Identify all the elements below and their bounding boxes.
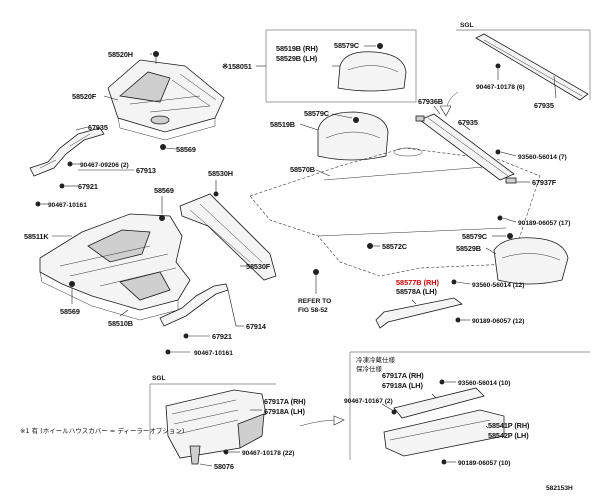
floor-pan-58510B[interactable] <box>39 213 191 321</box>
label-58572C: 58572C <box>382 242 408 251</box>
bolt-90467-10178-6 <box>495 63 501 69</box>
label-67917A-RH-right: 67917A (RH) <box>382 371 424 380</box>
label-67918A-LH-left: 67918A (LH) <box>264 407 305 416</box>
wheelhouse-cover-58519B[interactable] <box>317 111 389 161</box>
scuff-plate-67935-sgl[interactable] <box>475 33 589 101</box>
label-58076: 58076 <box>214 462 234 471</box>
label-58520H: 58520H <box>108 50 133 59</box>
note-dealer-option: ※1 有 (ホイールハウスカバー = ディーラーオプション) <box>20 426 184 435</box>
clip-67936B <box>415 115 425 122</box>
label-67936B: 67936B <box>418 97 443 106</box>
clip-58572C <box>367 243 373 249</box>
label-refer-fig[interactable]: FIG 58-52 <box>298 307 328 314</box>
label-58577B-RH[interactable]: 58577B (RH) <box>396 278 440 287</box>
label-93560-56014-7: 93560-56014 (7) <box>518 154 567 161</box>
label-jp-header-2: 保冷仕様 <box>356 364 383 373</box>
label-90467-10178-6: 90467-10178 (6) <box>476 84 525 91</box>
bolt-90189-06057-10 <box>441 459 447 465</box>
label-58579C-mid: 58579C <box>304 109 330 118</box>
label-67935-mid: 67935 <box>458 118 478 127</box>
clip-58569-mid <box>159 215 165 221</box>
bolt-90467-10161-bot <box>165 349 171 355</box>
label-58569-top: 58569 <box>176 145 196 154</box>
bolt-58579C-right <box>507 233 513 239</box>
label-67918A-LH-right: 67918A (LH) <box>382 381 423 390</box>
wheelhouse-cover-58519B-option[interactable] <box>337 51 407 92</box>
label-90467-09206: 90467-09206 (2) <box>80 162 129 169</box>
label-90189-06057-12: 90189-06057 (12) <box>472 318 524 325</box>
clip-refer <box>313 269 319 275</box>
label-58511K: 58511K <box>24 232 49 241</box>
bolt-58579C-mid <box>353 117 359 123</box>
bracket-67935-left[interactable] <box>29 127 105 177</box>
bolt-58579C-top <box>377 43 383 49</box>
label-90467-10178-22: 90467-10178 (22) <box>242 450 294 457</box>
label-67917A-RH-left: 67917A (RH) <box>264 397 306 406</box>
label-58520F: 58520F <box>72 92 97 101</box>
label-refer-to[interactable]: REFER TO <box>298 298 331 305</box>
clip-58076 <box>189 445 201 465</box>
label-67913: 67913 <box>136 166 156 175</box>
label-67935-left: 67935 <box>88 123 108 132</box>
label-67914: 67914 <box>246 322 267 331</box>
label-90189-06057-17: 90189-06057 (17) <box>518 220 570 227</box>
bolt-93560-56014-10 <box>439 379 445 385</box>
bolt-90467-10161-top <box>35 201 41 207</box>
floor-panel-58570B[interactable] <box>249 147 541 277</box>
label-sgl-bottom: SGL <box>152 375 166 382</box>
panel-58541P[interactable] <box>383 409 505 457</box>
rear-floor-pan-58520F[interactable] <box>107 59 225 141</box>
label-90467-10167-2: 90467-10167 (2) <box>344 398 393 405</box>
label-67937F: 67937F <box>532 178 557 187</box>
label-58541P-RH: 58541P (RH) <box>488 421 530 430</box>
bolt-67921-top <box>59 183 65 189</box>
rail-67935[interactable] <box>419 113 515 181</box>
bolt-93560-56014-7 <box>495 149 501 155</box>
label-90467-10161-top: 90467-10161 <box>48 202 87 209</box>
label-58519B: 58519B <box>270 120 295 129</box>
label-93560-56014-10: 93560-56014 (10) <box>458 380 510 387</box>
label-58579C-top: 58579C <box>334 41 360 50</box>
label-90189-06057-10: 90189-06057 (10) <box>458 460 510 467</box>
side-trim-67917A-option[interactable] <box>393 387 485 419</box>
label-58578A-LH: 58578A (LH) <box>396 287 437 296</box>
label-58579C-right: 58579C <box>462 232 488 241</box>
side-trim-67917A-sgl[interactable] <box>165 389 267 459</box>
label-58529B: 58529B <box>456 244 481 253</box>
clip-58569-bot <box>69 281 75 287</box>
clip-67937F <box>505 177 517 184</box>
label-67935-right: 67935 <box>534 101 554 110</box>
clip-58569-top <box>160 144 166 150</box>
bolt-90467-10167-2 <box>391 409 397 415</box>
label-58570B: 58570B <box>290 165 315 174</box>
label-sgl-top: SGL <box>460 22 474 29</box>
bolt-67913 <box>67 161 73 167</box>
label-58529B-LH: 58529B (LH) <box>276 54 318 63</box>
wheelhouse-cover-58529B[interactable] <box>493 237 569 285</box>
rail-58577B[interactable] <box>375 297 463 329</box>
figure-code: 582153H <box>546 485 573 492</box>
label-58569-mid: 58569 <box>154 186 174 195</box>
label-90467-10161-bot: 90467-10161 <box>194 350 233 357</box>
label-67921-bot: 67921 <box>212 332 232 341</box>
label-58519B-RH: 58519B (RH) <box>276 44 319 53</box>
side-member-58530F[interactable] <box>179 193 277 281</box>
bolt-67921-bot <box>183 333 189 339</box>
bolt-90189-06057-17 <box>497 215 503 221</box>
bolt-58520H <box>153 51 159 64</box>
bolt-90467-10178-22 <box>223 449 229 455</box>
label-58510B: 58510B <box>108 319 133 328</box>
label-67921-top: 67921 <box>78 182 98 191</box>
label-58530H: 58530H <box>208 169 233 178</box>
label-93560-56014-12: 93560-56014 (12) <box>472 282 524 289</box>
bolt-90189-06057-12 <box>455 317 461 323</box>
bolt-93560-56014-12 <box>451 279 457 285</box>
label-158051: ※158051 <box>222 62 252 71</box>
label-58530F: 58530F <box>246 262 271 271</box>
label-58542P-LH: 58542P (LH) <box>488 431 529 440</box>
label-58569-bot: 58569 <box>60 307 80 316</box>
label-jp-header-1: 冷凍冷蔵仕様 <box>356 355 396 364</box>
bolt-58530H <box>213 191 219 197</box>
